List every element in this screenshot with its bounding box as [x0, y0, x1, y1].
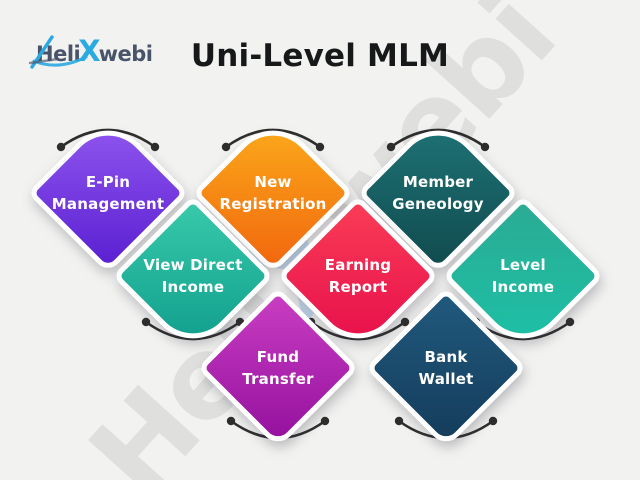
diamond-label-line2: Geneology — [392, 195, 484, 213]
page-title: Uni-Level MLM — [190, 38, 450, 74]
diamond-label-line2: Wallet — [418, 370, 474, 388]
diamond-label-line1: Earning — [324, 255, 392, 274]
diamond-label-line2: Transfer — [242, 370, 314, 388]
diamond-label-line1: Fund — [256, 347, 300, 366]
diamond-label-line2: Report — [328, 278, 388, 296]
diamond-label: Earning Report — [306, 224, 410, 328]
diamond-label: Fund Transfer — [226, 316, 330, 420]
diamond-label-line2: Registration — [219, 195, 327, 213]
diamond-label-line1: Bank — [424, 347, 468, 366]
diamond-label: View Direct Income — [141, 224, 245, 328]
logo-text-part2: webi — [98, 42, 153, 66]
diamond-label-line1: E-Pin — [85, 172, 131, 191]
diamond-label-line2: Income — [161, 278, 225, 296]
diamond-label-line1: New — [254, 172, 292, 191]
diamond-label-line2: Income — [491, 278, 555, 296]
diamond-label-line1: View Direct — [143, 255, 243, 274]
diamond-label-line1: Level — [500, 255, 546, 274]
diamond-label: Level Income — [471, 224, 575, 328]
diamond-label: Bank Wallet — [394, 316, 498, 420]
diamond-label-line2: Management — [51, 195, 165, 213]
diamond-label-line1: Member — [402, 172, 474, 191]
